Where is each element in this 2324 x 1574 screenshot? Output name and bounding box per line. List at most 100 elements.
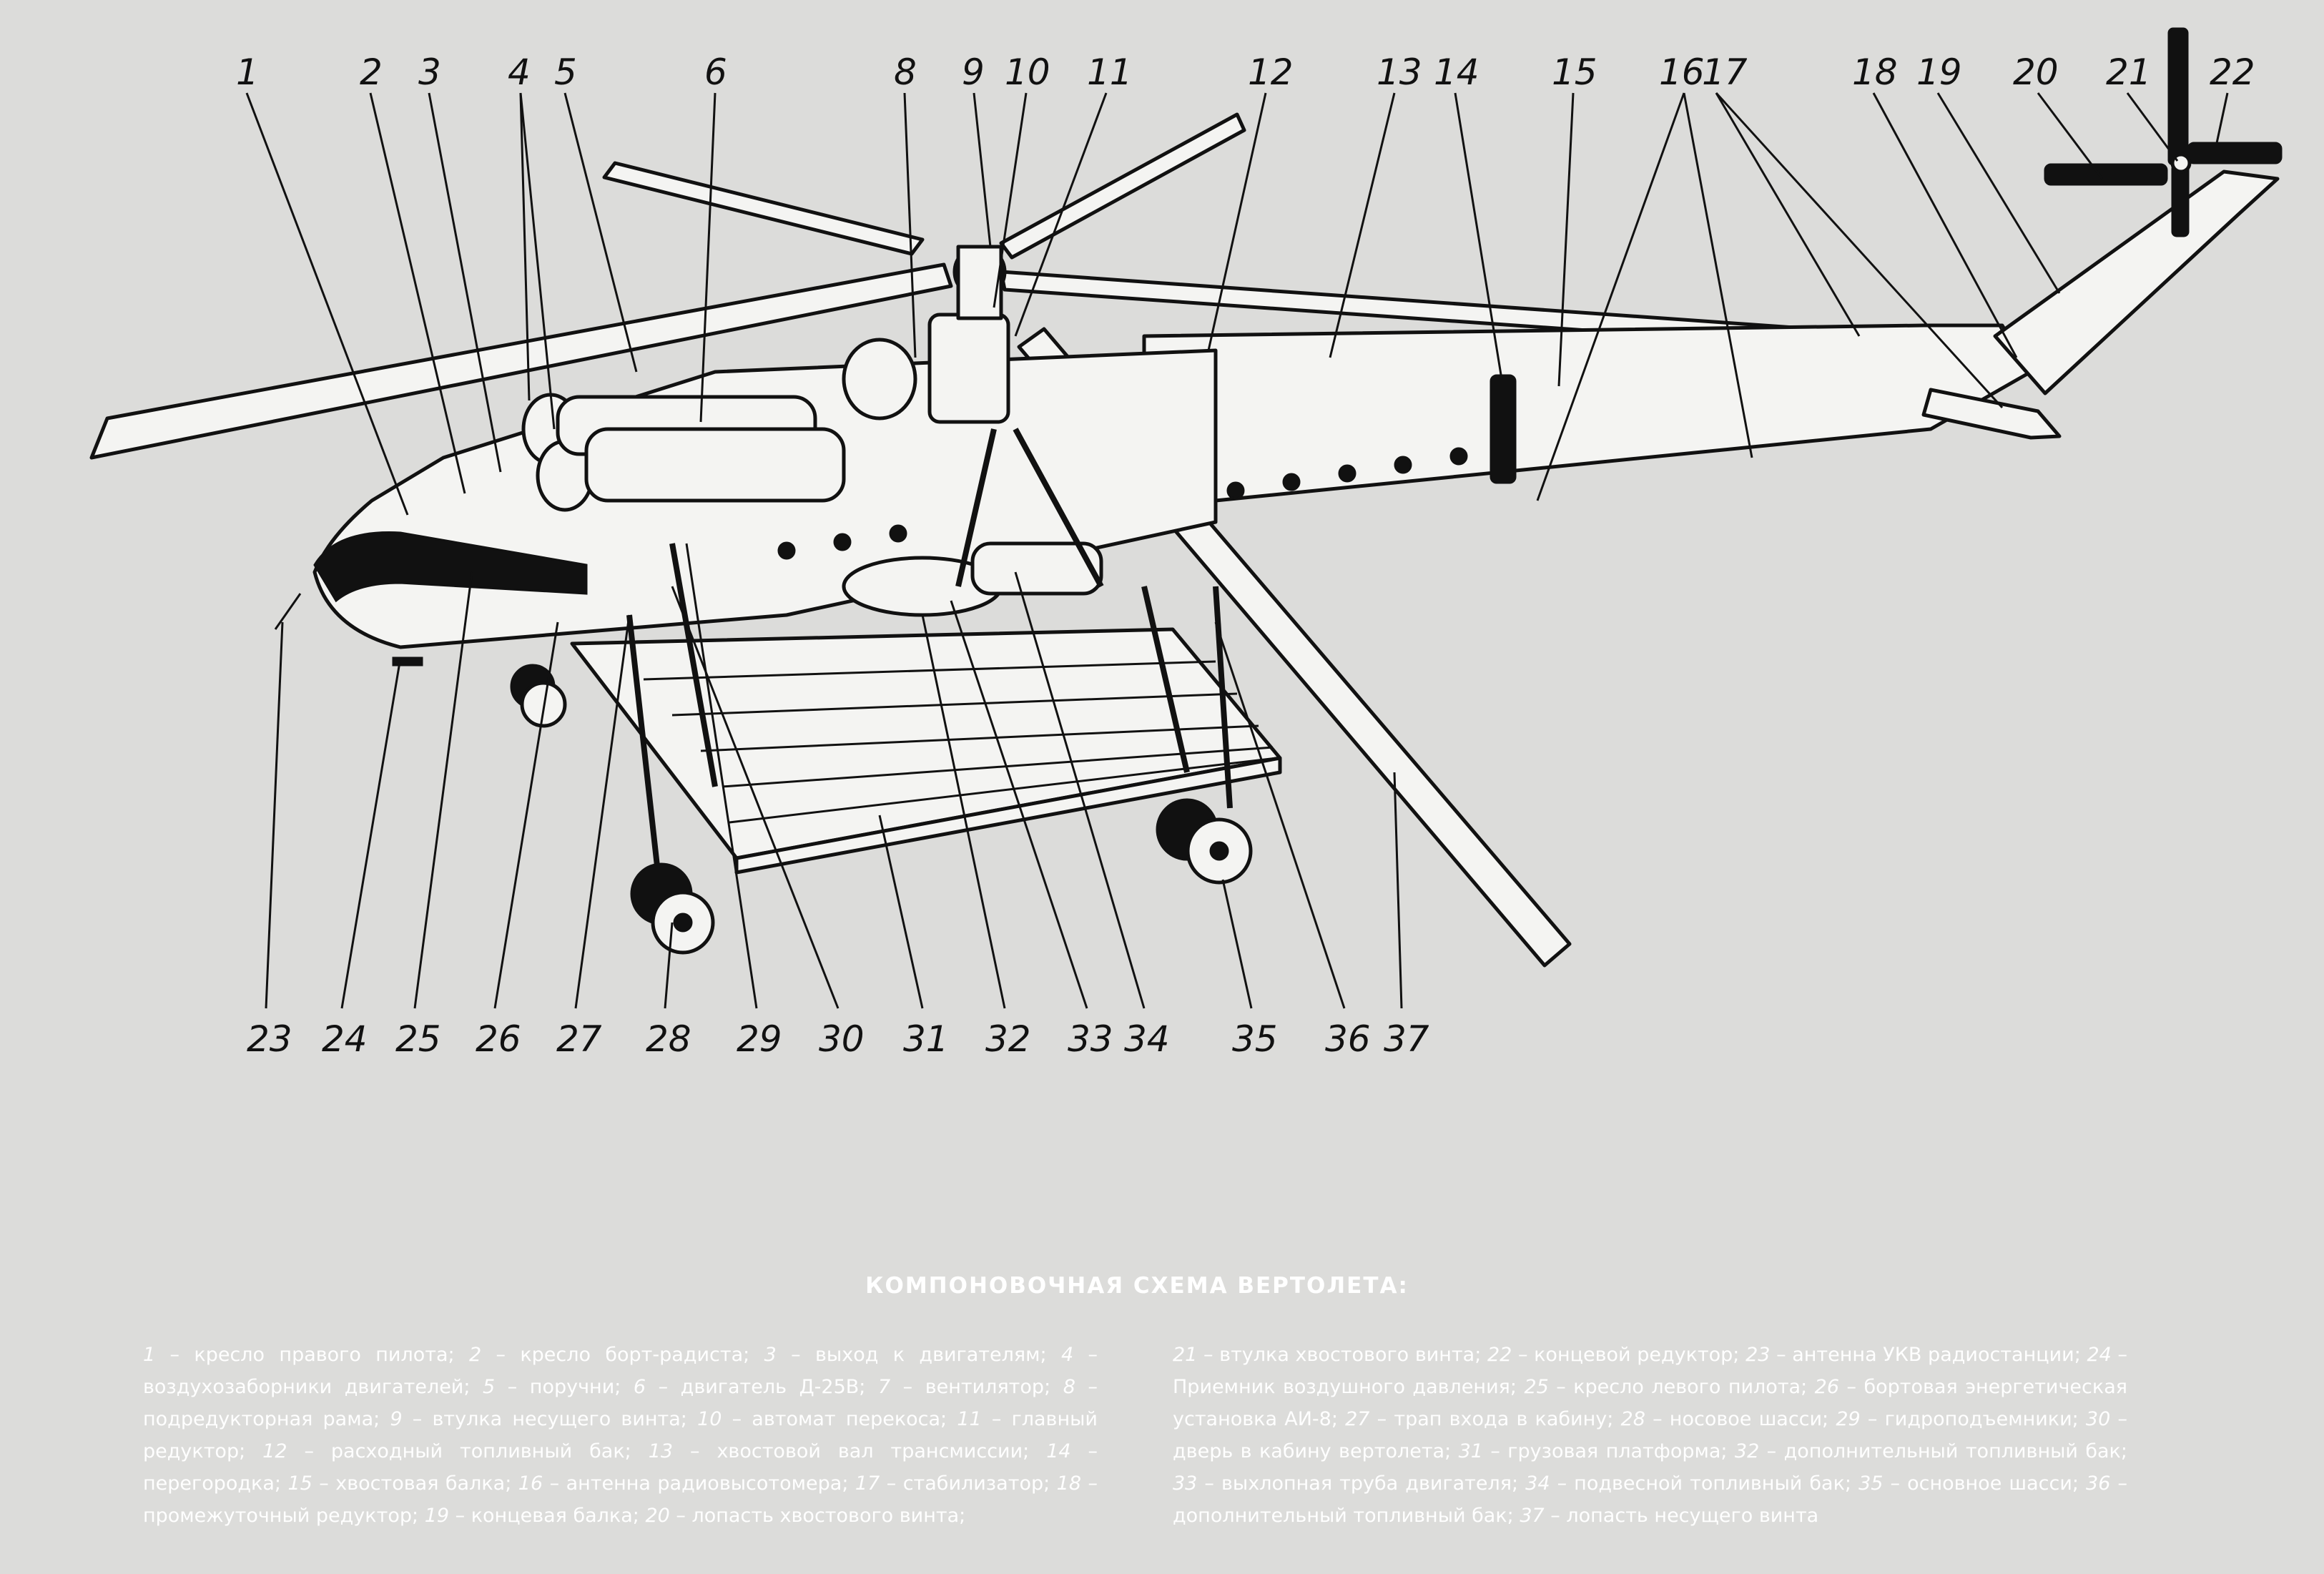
legend-item: 4 – воздухозаборники двигателей; <box>143 1344 1098 1398</box>
legend-item-number: 36 <box>2086 1472 2111 1495</box>
legend-item-number: 21 <box>1173 1344 1198 1366</box>
callout-32: 32 <box>985 1018 1031 1060</box>
callout-27: 27 <box>556 1018 602 1060</box>
stabilizer <box>1921 388 2062 440</box>
legend-item-number: 19 <box>424 1505 450 1527</box>
legend-item-number: 22 <box>1487 1344 1512 1366</box>
legend-item-number: 29 <box>1836 1408 1861 1430</box>
callout-17: 17 <box>1702 51 1748 93</box>
legend-item-number: 35 <box>1858 1472 1884 1495</box>
legend-item: 36 – дополнительный топливный бак; <box>1173 1472 2127 1527</box>
legend-item-text: хвостовая балка; <box>335 1472 512 1495</box>
tail-rotor <box>2044 27 2283 237</box>
legend-item: 33 – выхлопная труба двигателя; <box>1173 1472 1519 1495</box>
legend-item-number: 16 <box>518 1472 543 1495</box>
legend-item-number: 4 <box>1060 1344 1074 1366</box>
legend-item-text: дополнительный топливный бак; <box>1173 1505 1514 1527</box>
legend-item-number: 12 <box>262 1440 287 1462</box>
legend-item-text: хвостовой вал трансмиссии; <box>717 1440 1030 1462</box>
legend-item-text: автомат перекоса; <box>752 1408 947 1430</box>
legend-item-number: 11 <box>957 1408 982 1430</box>
legend-item-text: двигатель Д-25В; <box>680 1376 866 1398</box>
callout-31: 31 <box>903 1018 949 1060</box>
legend-item: 13 – хвостовой вал трансмиссии; <box>648 1440 1030 1462</box>
callout-37: 37 <box>1384 1018 1429 1060</box>
legend-item: 1 – кресло правого пилота; <box>143 1344 455 1366</box>
legend-item-number: 14 <box>1046 1440 1071 1462</box>
legend-item-text: промежуточный редуктор; <box>143 1505 419 1527</box>
callout-28: 28 <box>646 1018 691 1060</box>
nose-band <box>313 531 588 603</box>
callout-19: 19 <box>1916 51 1962 93</box>
legend-item-number: 18 <box>1056 1472 1082 1495</box>
legend-item: 18 – промежуточный редуктор; <box>143 1472 1098 1527</box>
legend-item-number: 13 <box>648 1440 674 1462</box>
legend-item-number: 25 <box>1524 1376 1549 1398</box>
callout-4: 4 <box>508 51 531 93</box>
wheels <box>510 664 1253 955</box>
legend-item-text: бортовая энергетическая установка АИ-8; <box>1173 1376 2127 1430</box>
windows <box>777 447 1468 560</box>
legend-item-number: 6 <box>633 1376 646 1398</box>
legend-item-text: выход к двигателям; <box>815 1344 1047 1366</box>
legend-item-text: поручни; <box>529 1376 621 1398</box>
callout-9: 9 <box>962 51 985 93</box>
legend-item: 17 – стабилизатор; <box>855 1472 1050 1495</box>
legend-item-text: дверь в кабину вертолета; <box>1173 1440 1452 1462</box>
callout-20: 20 <box>2013 51 2059 93</box>
callout-26: 26 <box>476 1018 521 1060</box>
legend-item-text: Приемник воздушного давления; <box>1173 1376 1517 1398</box>
legend-item-text: грузовая платформа; <box>1507 1440 1728 1462</box>
callout-22: 22 <box>2210 51 2255 93</box>
callout-36: 36 <box>1325 1018 1371 1060</box>
legend-item-number: 31 <box>1458 1440 1483 1462</box>
legend-item: 31 – грузовая платформа; <box>1458 1440 1728 1462</box>
legend-item-text: втулка хвостового винта; <box>1219 1344 1482 1366</box>
callout-3: 3 <box>418 51 441 93</box>
legend-item-number: 1 <box>143 1344 156 1366</box>
legend-item-text: трап входа в кабину; <box>1394 1408 1614 1430</box>
legend-item: 16 – антенна радиовысотомера; <box>518 1472 849 1495</box>
leader-lines <box>245 92 2229 1009</box>
legend-item: 6 – двигатель Д-25В; <box>633 1376 866 1398</box>
legend-item: 2 – кресло борт-радиста; <box>468 1344 750 1366</box>
callout-12: 12 <box>1248 51 1294 93</box>
legend-item-number: 26 <box>1814 1376 1840 1398</box>
legend-item-text: концевая балка; <box>471 1505 639 1527</box>
legend-item-text: кресло левого пилота; <box>1573 1376 1808 1398</box>
callout-21: 21 <box>2106 51 2152 93</box>
tail-boom <box>1142 323 2033 503</box>
legend-item: 26 – бортовая энергетическая установка А… <box>1173 1376 2127 1430</box>
callout-15: 15 <box>1552 51 1597 93</box>
callout-18: 18 <box>1852 51 1898 93</box>
callout-10: 10 <box>1005 51 1050 93</box>
legend-item-number: 9 <box>390 1408 403 1430</box>
legend-item: 24 – Приемник воздушного давления; <box>1173 1344 2127 1398</box>
legend-item-text: дополнительный топливный бак; <box>1783 1440 2127 1462</box>
legend-item: 20 – лопасть хвостового винта; <box>645 1505 966 1527</box>
legend-item-number: 5 <box>483 1376 496 1398</box>
callout-30: 30 <box>819 1018 865 1060</box>
legend-item-text: подвесной топливный бак; <box>1574 1472 1851 1495</box>
legend-item-text: стабилизатор; <box>902 1472 1050 1495</box>
legend-item-text: антенна радиовысотомера; <box>566 1472 849 1495</box>
legend-item: 5 – поручни; <box>483 1376 621 1398</box>
callout-34: 34 <box>1124 1018 1170 1060</box>
legend-item-text: носовое шасси; <box>1669 1408 1829 1430</box>
legend-item-number: 37 <box>1520 1505 1545 1527</box>
legend-item: 8 – подредукторная рама; <box>143 1376 1098 1430</box>
legend-item-text: основное шасси; <box>1907 1472 2079 1495</box>
callout-24: 24 <box>322 1018 368 1060</box>
bulkhead <box>1490 374 1517 484</box>
legend-item: 7 – вентилятор; <box>877 1376 1051 1398</box>
legend-item-text: лопасть хвостового винта; <box>691 1505 966 1527</box>
legend-item: 30 – дверь в кабину вертолета; <box>1173 1408 2127 1462</box>
helicopter-drawing <box>89 27 2283 968</box>
legend-item-number: 23 <box>1746 1344 1771 1366</box>
legend-item-text: кресло борт-радиста; <box>520 1344 750 1366</box>
callout-5: 5 <box>554 51 577 93</box>
legend-item-number: 15 <box>287 1472 312 1495</box>
legend-item: 34 – подвесной топливный бак; <box>1525 1472 1851 1495</box>
callout-13: 13 <box>1377 51 1422 93</box>
legend-item-number: 28 <box>1620 1408 1645 1430</box>
